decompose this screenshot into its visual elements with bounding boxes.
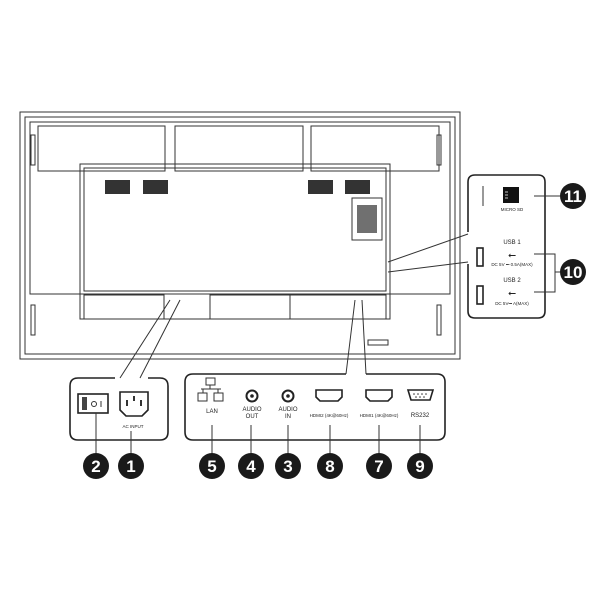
- callout-4: 4: [238, 453, 264, 479]
- svg-text:7: 7: [374, 457, 383, 476]
- hdmi2-label: HDMI2 (4K@60Hz): [310, 413, 349, 418]
- hdmi1-label: HDMI1 (4K@60Hz): [360, 413, 399, 418]
- audio-out-jack-icon: [245, 389, 259, 403]
- usb1-icon: ⭠: [508, 250, 516, 261]
- callout-10: 10: [560, 259, 586, 285]
- hdmi1-port-icon: [365, 389, 393, 402]
- svg-text:8: 8: [325, 457, 334, 476]
- lan-icon: [197, 377, 224, 402]
- usb2-spec: DC 5V⎓ A(MAX): [495, 301, 529, 306]
- power-switch[interactable]: [77, 393, 109, 414]
- rs232-port-icon: [406, 389, 435, 401]
- audio-in-label-1: AUDIO: [278, 407, 297, 413]
- svg-text:1: 1: [126, 457, 135, 476]
- side-io-panel: MICRO SD USB 1 DC 5V ⎓ 0.5A(MAX) ⭠ USB 2…: [467, 174, 560, 319]
- callout-9: 9: [407, 453, 433, 479]
- usb1-label: USB 1: [503, 240, 521, 246]
- svg-text:3: 3: [283, 457, 292, 476]
- ac-panel: AC INPUT: [69, 377, 169, 453]
- callout-2: 2: [83, 453, 109, 479]
- usb1-spec: DC 5V ⎓ 0.5A(MAX): [491, 262, 533, 267]
- callout-1: 1: [118, 453, 144, 479]
- callout-3: 3: [275, 453, 301, 479]
- usb1-port-icon: [476, 247, 484, 267]
- svg-text:2: 2: [91, 457, 100, 476]
- audio-out-label-2: OUT: [246, 414, 259, 420]
- ac-input-label: AC INPUT: [122, 424, 143, 429]
- hdmi2-port-icon: [315, 389, 343, 402]
- callout-8: 8: [317, 453, 343, 479]
- svg-text:10: 10: [564, 263, 583, 282]
- micro-sd-icon: [503, 187, 519, 203]
- lan-label: LAN: [206, 409, 218, 415]
- svg-text:4: 4: [246, 457, 256, 476]
- micro-sd-label: MICRO SD: [501, 207, 524, 212]
- ac-input-socket: [119, 391, 149, 417]
- callouts: 2 1 5 4 3 8 7 9 11 10: [83, 183, 586, 479]
- rs232-label: RS232: [411, 413, 430, 419]
- callout-7: 7: [366, 453, 392, 479]
- tv-back-body: [19, 111, 461, 360]
- audio-in-label-2: IN: [285, 414, 291, 420]
- callout-11: 11: [560, 183, 586, 209]
- leader-lines: [119, 233, 469, 379]
- audio-out-label-1: AUDIO: [242, 407, 261, 413]
- io-panel: LAN AUDIO OUT AUDIO IN HDMI2 (4K@60Hz) H…: [184, 373, 446, 453]
- svg-text:9: 9: [415, 457, 424, 476]
- callout-5: 5: [199, 453, 225, 479]
- usb2-icon: ⭠: [508, 288, 516, 299]
- svg-text:11: 11: [564, 187, 582, 206]
- svg-text:5: 5: [207, 457, 216, 476]
- usb2-label: USB 2: [503, 278, 521, 284]
- usb2-port-icon: [476, 285, 484, 305]
- audio-in-jack-icon: [281, 389, 295, 403]
